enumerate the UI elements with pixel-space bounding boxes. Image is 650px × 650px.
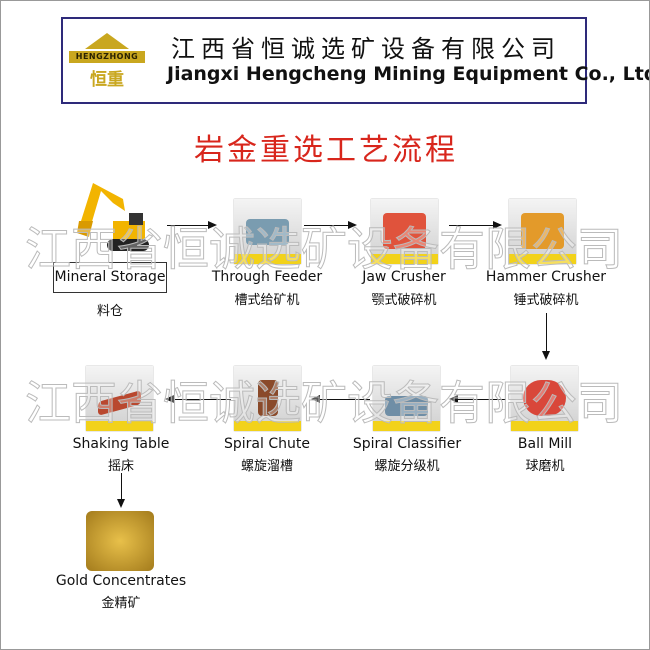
logo-cn: 恒重	[90, 70, 124, 90]
arrow-left	[311, 395, 370, 403]
watermark: 江西省恒诚选矿设备有限公司	[25, 222, 624, 277]
excavator-image	[73, 181, 151, 256]
hammer-crusher-image	[509, 199, 576, 264]
spiral-chute-image	[234, 366, 301, 431]
ball-mill-image	[511, 366, 578, 431]
step-label-zh: 槽式给矿机	[234, 293, 300, 308]
step-label-en: Shaking Table	[72, 436, 170, 452]
step-label-en: Spiral Chute	[224, 436, 310, 452]
shaking-table-image	[86, 366, 153, 431]
step-label-en: Through Feeder	[211, 269, 323, 285]
step-label-en: Hammer Crusher	[485, 269, 607, 285]
arrow-right	[304, 221, 357, 229]
company-logo: HENGZHONG 恒重	[69, 33, 145, 91]
step-label-zh: 螺旋溜槽	[240, 459, 293, 474]
logo-text: HENGZHONG	[69, 51, 145, 63]
arrow-left	[449, 395, 506, 403]
arrow-down	[117, 473, 125, 508]
arrow-down	[542, 313, 550, 360]
company-name-cn: 江西省恒诚选矿设备有限公司	[171, 35, 561, 63]
step-label-en: Spiral Classifier	[352, 436, 462, 452]
company-name-en: Jiangxi Hengcheng Mining Equipment Co., …	[167, 63, 650, 85]
jaw-crusher-image	[371, 199, 438, 264]
page-title: 岩金重选工艺流程	[194, 133, 458, 168]
arrow-right	[449, 221, 502, 229]
company-header: HENGZHONG 恒重 江西省恒诚选矿设备有限公司 Jiangxi Hengc…	[61, 17, 649, 104]
step-label-zh: 球磨机	[525, 459, 565, 474]
step-label-zh: 料仓	[96, 304, 123, 319]
gold-concentrates-image	[86, 511, 154, 571]
step-label-zh: 金精矿	[101, 596, 141, 611]
through-feeder-image	[234, 199, 301, 264]
step-label-zh: 摇床	[107, 459, 134, 474]
step-label-en: Jaw Crusher	[362, 269, 446, 285]
step-label-zh: 锤式破碎机	[513, 293, 579, 308]
step-label-en: Ball Mill	[517, 436, 573, 452]
step-label-en: Gold Concentrates	[55, 573, 187, 589]
arrow-right	[167, 221, 217, 229]
step-label-en: Mineral Storage	[53, 262, 167, 293]
step-label-zh: 颚式破碎机	[371, 293, 437, 308]
spiral-classifier-image	[373, 366, 440, 431]
arrow-left	[165, 395, 231, 403]
watermark: 江西省恒诚选矿设备有限公司	[25, 376, 624, 431]
step-label-zh: 螺旋分级机	[374, 459, 440, 474]
